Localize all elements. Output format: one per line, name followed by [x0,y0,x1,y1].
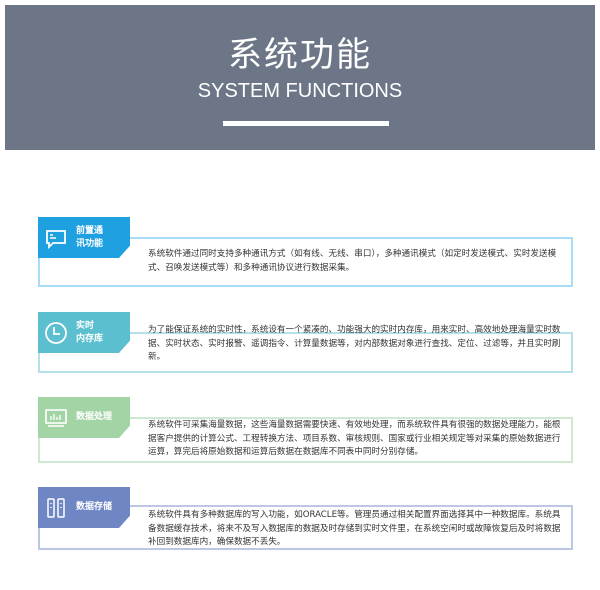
page-title: 系统功能 [228,35,372,75]
feature-description: 为了能保证系统的实时性，系统设有一个紧凑的、功能强大的实时内存库，用来实时、高效… [148,325,561,362]
feature-description: 系统软件通过同时支持多种通讯方式（如有线、无线、串口），多种通讯模式（如定时发送… [148,249,557,273]
feature-description: 系统软件具有多种数据库的写入功能，如ORACLE等。管理员通过相关配置界面选择其… [148,510,561,547]
feature-label: 数据存储 [76,502,113,512]
feature-label: 实时 [76,321,95,331]
server-icon [47,498,65,518]
header-banner: 系统功能 SYSTEM FUNCTIONS [5,5,595,150]
monitor-chart-icon [45,409,67,427]
feature-label: 数据处理 [76,412,113,422]
clock-icon [45,322,67,344]
feature-description: 系统软件可采集海量数据，这些海量数据需要快速、有效地处理，而系统软件具有很强的数… [148,420,561,457]
feature-label: 前置通 [76,226,104,236]
chat-screen-icon [46,230,66,250]
title-divider [223,121,389,126]
page-subtitle: SYSTEM FUNCTIONS [197,80,403,102]
feature-label: 内存库 [76,334,104,344]
feature-label: 讯功能 [76,239,104,249]
